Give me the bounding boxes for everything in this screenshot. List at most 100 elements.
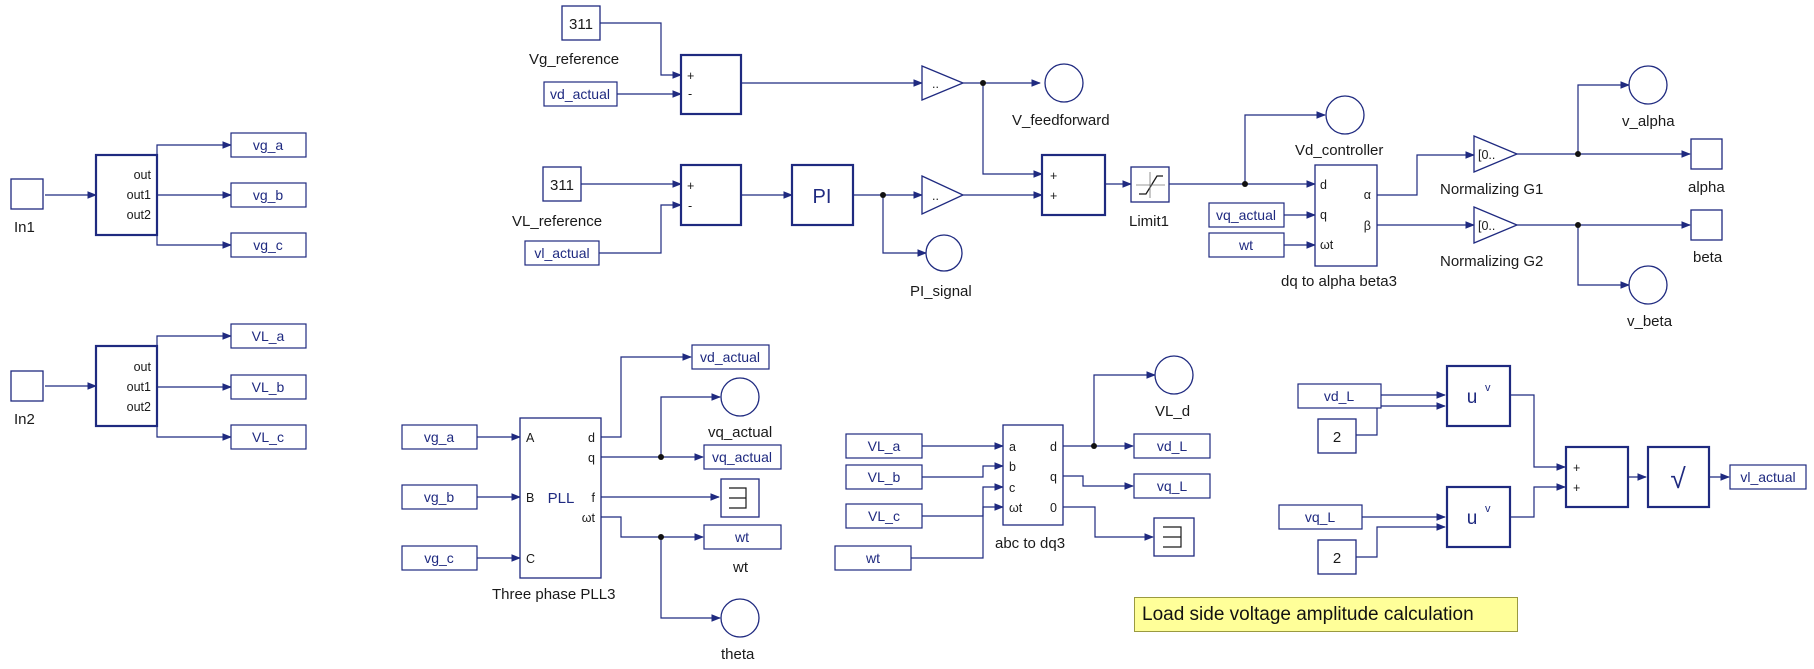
output-port-alpha[interactable]: alpha (1688, 138, 1725, 196)
svg-text:..: .. (932, 77, 939, 91)
input-port-in1[interactable]: In1 (10, 178, 44, 236)
svg-text:vq_actual: vq_actual (1216, 207, 1276, 223)
scope-vd-controller[interactable]: Vd_controller (1295, 95, 1383, 159)
goto-tag-vd_L[interactable]: vd_L (1133, 433, 1211, 459)
from-tag-VL_a[interactable]: VL_a (845, 433, 923, 459)
goto-tag-vq_actual[interactable]: vq_actual (703, 444, 782, 470)
svg-text:vd_L: vd_L (1324, 388, 1355, 404)
goto-tag-wt[interactable]: wt wt (703, 524, 782, 576)
svg-text:V_feedforward: V_feedforward (1012, 112, 1110, 129)
constant-vg-reference[interactable]: 311 Vg_reference (529, 5, 619, 68)
sum-block-feedforward[interactable]: + + (1040, 153, 1107, 217)
svg-text:PLL: PLL (548, 490, 575, 507)
svg-text:α: α (1364, 188, 1371, 202)
terminator-abc-zero[interactable] (1153, 517, 1195, 557)
dq-to-alpha-beta-block[interactable]: d q ωt α β dq to alpha beta3 (1281, 164, 1397, 290)
scope-v-beta[interactable]: v_beta (1627, 265, 1673, 330)
constant-vl-reference[interactable]: 311 VL_reference (512, 166, 602, 230)
gain-block-vl[interactable]: .. (921, 174, 965, 216)
gain-normalizing-g2[interactable]: [0.. Normalizing G2 (1440, 206, 1543, 270)
svg-text:vg_c: vg_c (253, 237, 283, 253)
svg-text:out: out (134, 360, 152, 374)
svg-text:PI: PI (813, 186, 832, 208)
scope-vl-d[interactable]: VL_d (1154, 355, 1194, 420)
from-tag-vq_actual-1[interactable]: vq_actual (1208, 202, 1285, 228)
abc-to-dq-block[interactable]: a b c ωt d q 0 abc to dq3 (995, 424, 1065, 552)
power-block-2[interactable]: u v (1445, 485, 1512, 549)
gain-block-vg[interactable]: .. (921, 65, 965, 101)
from-tag-vg_c[interactable]: vg_c (401, 545, 478, 571)
svg-text:PI_signal: PI_signal (910, 283, 972, 300)
svg-text:β: β (1364, 219, 1371, 233)
svg-text:out1: out1 (127, 380, 151, 394)
scope-vq-actual[interactable]: vq_actual (708, 377, 772, 441)
svg-text:VL_a: VL_a (868, 438, 901, 454)
svg-text:wt: wt (734, 529, 749, 545)
svg-text:VL_c: VL_c (252, 429, 284, 445)
sum-block-amplitude[interactable]: + + (1564, 445, 1630, 509)
sum-block-vg[interactable]: + - (679, 53, 743, 116)
from-tag-VL_c[interactable]: VL_c (845, 503, 923, 529)
svg-text:311: 311 (550, 177, 574, 194)
scope-v-feedforward[interactable]: V_feedforward (1012, 63, 1110, 129)
saturation-limit1[interactable]: Limit1 (1129, 166, 1170, 230)
svg-text:beta: beta (1693, 249, 1723, 266)
from-tag-wt-1[interactable]: wt (1208, 232, 1285, 258)
svg-text:wt: wt (865, 550, 880, 566)
tag-VL_a[interactable]: VL_a (230, 323, 307, 349)
power-block-1[interactable]: u v (1445, 364, 1512, 428)
svg-text:alpha: alpha (1688, 179, 1725, 196)
svg-text:-: - (688, 87, 692, 101)
constant-two-2[interactable]: 2 (1317, 539, 1357, 575)
svg-text:vd_L: vd_L (1157, 438, 1188, 454)
three-phase-pll-block[interactable]: A B C d q f ωt PLL Three phase PLL3 (492, 417, 615, 603)
scope-theta[interactable]: theta (720, 598, 760, 663)
from-tag-VL_b[interactable]: VL_b (845, 464, 923, 490)
input-port-in2[interactable]: In2 (10, 370, 44, 428)
svg-text:vd_actual: vd_actual (700, 349, 760, 365)
svg-text:wt: wt (732, 559, 749, 576)
svg-text:c: c (1009, 481, 1015, 495)
from-tag-wt-2[interactable]: wt (834, 545, 912, 571)
sum-block-vl[interactable]: + - (679, 163, 743, 227)
goto-tag-vl_actual[interactable]: vl_actual (1729, 464, 1807, 490)
from-tag-vq_L[interactable]: vq_L (1278, 504, 1363, 530)
sqrt-block[interactable]: √ (1646, 445, 1711, 509)
scope-pi-signal[interactable]: PI_signal (910, 234, 972, 300)
svg-text:√: √ (1670, 463, 1686, 494)
svg-text:VL_reference: VL_reference (512, 213, 602, 230)
tag-VL_b[interactable]: VL_b (230, 374, 307, 400)
svg-text:In1: In1 (14, 219, 35, 236)
constant-two-1[interactable]: 2 (1317, 418, 1357, 454)
tag-vg_c[interactable]: vg_c (230, 232, 307, 258)
scope-v-alpha[interactable]: v_alpha (1622, 65, 1675, 130)
output-port-beta[interactable]: beta (1690, 209, 1723, 266)
tag-vg_a[interactable]: vg_a (230, 132, 307, 158)
from-tag-vd_L[interactable]: vd_L (1297, 383, 1382, 409)
svg-text:vg_b: vg_b (424, 489, 455, 505)
from-tag-vg_b[interactable]: vg_b (401, 484, 478, 510)
svg-text:vg_c: vg_c (424, 550, 454, 566)
tag-vg_b[interactable]: vg_b (230, 182, 307, 208)
from-tag-vg_a[interactable]: vg_a (401, 424, 478, 450)
svg-text:d: d (588, 431, 595, 445)
demux-block-2[interactable]: out out1 out2 (94, 344, 159, 428)
goto-tag-vq_L[interactable]: vq_L (1133, 473, 1211, 499)
svg-text:In2: In2 (14, 411, 35, 428)
svg-text:+: + (1573, 481, 1580, 495)
tag-VL_c[interactable]: VL_c (230, 424, 307, 450)
from-tag-vd_actual-1[interactable]: vd_actual (543, 81, 618, 107)
svg-text:Vd_controller: Vd_controller (1295, 142, 1383, 159)
from-tag-vl_actual-1[interactable]: vl_actual (524, 240, 600, 266)
terminator-pll-f[interactable] (720, 478, 760, 518)
demux-block-1[interactable]: out out1 out2 (94, 153, 159, 237)
svg-text:vq_L: vq_L (1305, 509, 1336, 525)
svg-text:0: 0 (1050, 501, 1057, 515)
pi-controller-block[interactable]: PI (790, 163, 855, 227)
gain-normalizing-g1[interactable]: [0.. Normalizing G1 (1440, 135, 1543, 198)
svg-text:..: .. (932, 189, 939, 203)
junction-dots (658, 80, 1581, 540)
goto-tag-vd_actual[interactable]: vd_actual (691, 344, 770, 370)
svg-text:out2: out2 (127, 208, 151, 222)
svg-text:ωt: ωt (582, 511, 596, 525)
